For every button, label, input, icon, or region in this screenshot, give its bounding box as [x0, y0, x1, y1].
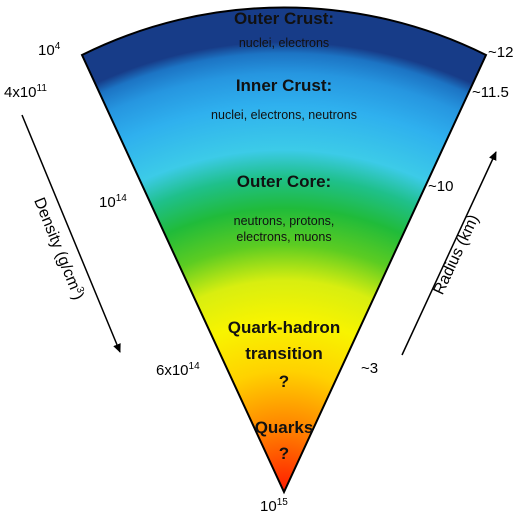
- density-value-5: 1015: [260, 497, 288, 516]
- radius-arrow: [401, 151, 497, 356]
- star-wedge: [80, 6, 488, 495]
- density-value-2: 4x1011: [4, 83, 47, 102]
- outer-crust-desc: nuclei, electrons: [238, 36, 330, 50]
- quarks-question: ?: [278, 444, 290, 463]
- inner-crust-title: Inner Crust:: [235, 76, 333, 95]
- transition-title-line1: Quark-hadron: [227, 318, 341, 337]
- outer-core-title: Outer Core:: [236, 172, 332, 191]
- radius-value-1: ~12: [488, 44, 514, 61]
- transition-title-line2: transition: [245, 344, 323, 363]
- density-value-4: 6x1014: [156, 361, 200, 380]
- radius-value-3: ~10: [428, 178, 454, 195]
- density-value-1: 104: [38, 41, 61, 60]
- density-value-3: 1014: [99, 193, 127, 212]
- outer-core-desc-line1: neutrons, protons,: [233, 214, 335, 228]
- quarks-title: Quarks: [254, 418, 314, 437]
- outer-core-desc-line2: electrons, muons: [236, 230, 332, 244]
- transition-question: ?: [278, 372, 290, 391]
- radius-value-2: ~11.5: [472, 84, 509, 101]
- density-arrow: [21, 114, 121, 353]
- inner-crust-desc: nuclei, electrons, neutrons: [211, 108, 357, 122]
- outer-crust-title: Outer Crust:: [233, 9, 335, 28]
- radius-value-4: ~3: [361, 360, 379, 377]
